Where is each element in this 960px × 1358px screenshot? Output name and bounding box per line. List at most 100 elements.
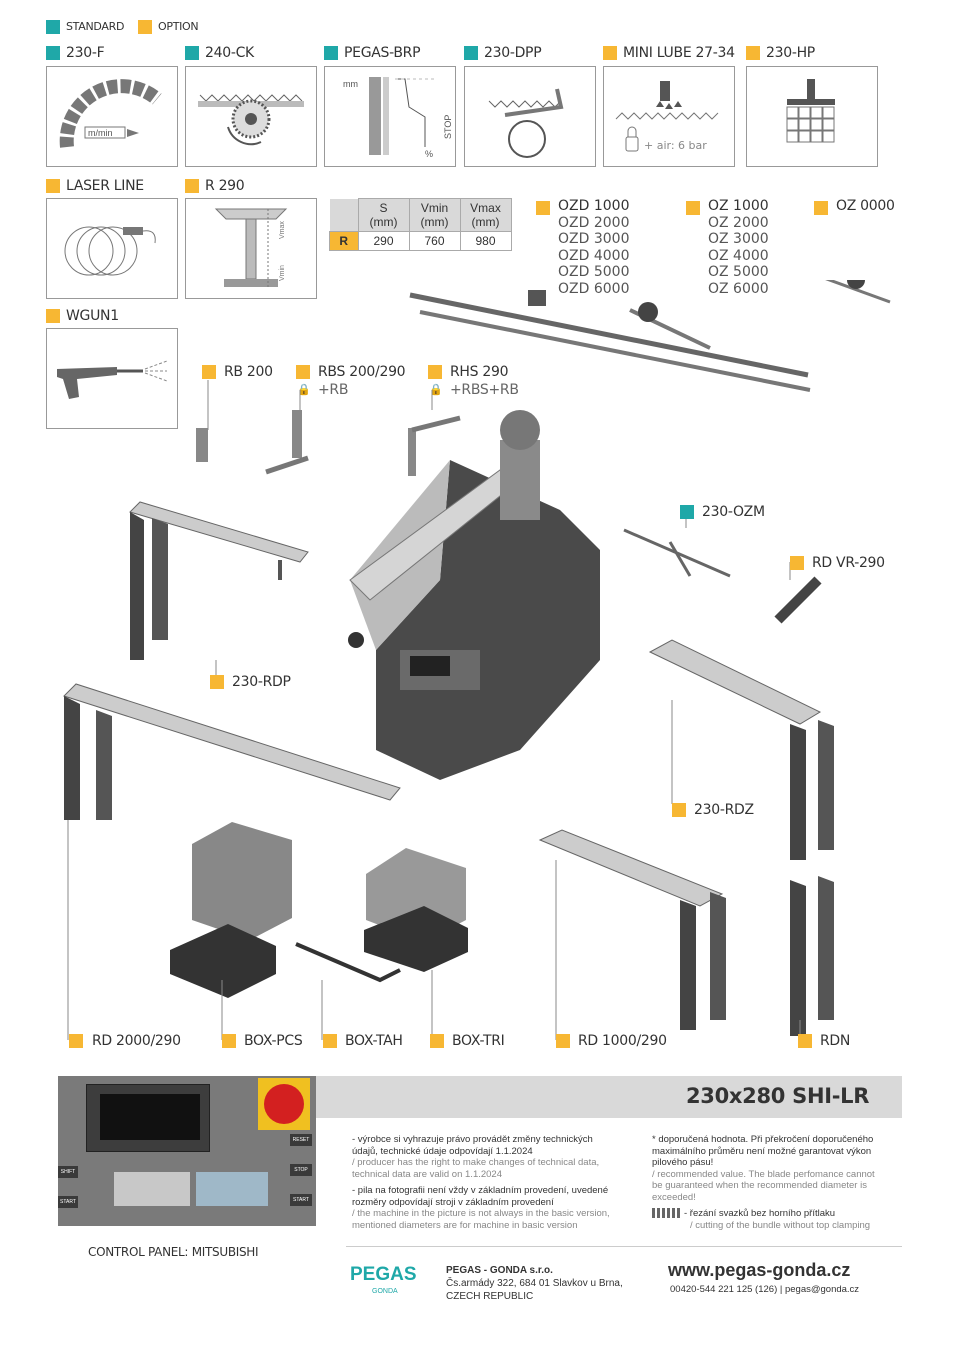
- legend-standard-label: STANDARD: [66, 20, 125, 33]
- wgun-icon-box: [46, 328, 178, 429]
- speedometer-icon: m/min: [59, 79, 162, 148]
- emergency-stop-button: [264, 1084, 304, 1124]
- rdn-swatch: [798, 1034, 812, 1048]
- roller-table-rdp: [129, 501, 309, 660]
- company-website[interactable]: www.pegas-gonda.cz: [668, 1260, 851, 1280]
- accessory-label-rbs: RBS 200/290: [318, 364, 406, 380]
- ozd-swatch: [536, 201, 550, 215]
- accessory-label-rdvr: RD VR-290: [812, 555, 885, 571]
- note-en: / producer has the right to make changes…: [352, 1157, 600, 1180]
- laser-line-icon: [64, 226, 156, 276]
- rbs-sub: +RB: [318, 382, 349, 398]
- rdvr-swatch: [790, 556, 804, 570]
- note-en: / recommended value. The blade perfomanc…: [652, 1168, 875, 1203]
- notes-right: * doporučená hodnota. Při překročení dop…: [652, 1134, 877, 1231]
- panel-start-right: START: [290, 1194, 312, 1206]
- oz0000-swatch: [814, 201, 828, 215]
- note-en: / the machine in the picture is not alwa…: [352, 1208, 610, 1231]
- accessory-label-rhs: RHS 290: [450, 364, 509, 380]
- svg-text:mm: mm: [343, 79, 358, 89]
- model-band: [316, 1076, 902, 1118]
- control-panel-photo: SHIFT START RESET STOP START: [58, 1076, 316, 1226]
- oz-item: OZ 4000: [708, 247, 769, 264]
- boxpcs-swatch: [222, 1034, 236, 1048]
- accessory-label-240-ck: 240-CK: [205, 45, 254, 61]
- rb200-swatch: [202, 365, 216, 379]
- blade-deviation-icon: [488, 88, 564, 158]
- accessory-label-rd1000: RD 1000/290: [578, 1033, 667, 1049]
- svg-text:Vmin: Vmin: [279, 265, 286, 281]
- table-header-vmin: Vmin(mm): [408, 198, 461, 232]
- row1-swatch-3: [464, 46, 478, 60]
- emergency-stop-base: [258, 1078, 310, 1130]
- chip-brush-icon-box: [185, 66, 317, 167]
- rd1000-swatch: [556, 1034, 570, 1048]
- hp-icon-box: [746, 66, 878, 167]
- roller-table-rd2000: [63, 683, 401, 820]
- accessory-label-laser-line: LASER LINE: [66, 178, 144, 194]
- accessory-label-230-f: 230-F: [66, 45, 105, 61]
- accessory-label-pegas-brp: PEGAS-BRP: [344, 45, 421, 61]
- accessory-label-box-tri: BOX-TRI: [452, 1033, 505, 1049]
- accessory-label-rdz: 230-RDZ: [694, 802, 754, 818]
- company-name: PEGAS - GONDA s.r.o.: [446, 1265, 553, 1276]
- pressure-regulation-icon: mm % STOP: [343, 77, 453, 159]
- rbs-swatch: [296, 365, 310, 379]
- brp-icon-box: mm % STOP: [324, 66, 456, 167]
- ozd-item: OZD 4000: [558, 247, 630, 264]
- accessory-label-ozm: 230-OZM: [702, 504, 765, 520]
- rdz-swatch: [672, 803, 686, 817]
- table-row-label: R: [329, 231, 359, 251]
- oz-rail: [629, 302, 711, 350]
- company-country: CZECH REPUBLIC: [446, 1291, 534, 1302]
- accessory-label-rb200: RB 200: [224, 364, 273, 380]
- ozd-list: OZD 1000 OZD 2000 OZD 3000 OZD 4000 OZD …: [558, 198, 629, 298]
- dpp-icon-box: [464, 66, 596, 167]
- oz-item: OZ 2000: [708, 214, 769, 231]
- table-header-vmax: Vmax(mm): [459, 198, 512, 232]
- rdp-swatch: [210, 675, 224, 689]
- panel-display: [100, 1094, 200, 1140]
- ozd-item: OZD 1000: [558, 198, 630, 214]
- oz-swatch: [686, 201, 700, 215]
- box-tri: [364, 848, 468, 972]
- boxtri-swatch: [430, 1034, 444, 1048]
- accessory-label-oz0000: OZ 0000: [836, 198, 895, 214]
- svg-text:+ air: 6 bar: + air: 6 bar: [644, 139, 707, 152]
- note-cz: - pila na fotografii není vždy v základn…: [352, 1185, 609, 1208]
- wash-gun-icon: [57, 360, 168, 399]
- note-cz: - řezání svazků bez horního přítlaku: [684, 1208, 836, 1219]
- control-panel-caption: CONTROL PANEL: MITSUBISHI: [88, 1245, 259, 1259]
- pegas-logo: PEGAS: [350, 1264, 417, 1285]
- note-en: / cutting of the bundle without top clam…: [690, 1219, 871, 1231]
- rhs-swatch: [428, 365, 442, 379]
- legend-standard-swatch: [46, 20, 60, 34]
- laser-icon-box: [46, 198, 178, 299]
- svg-text:STOP: STOP: [443, 115, 453, 139]
- chip-brush-icon: [198, 94, 304, 146]
- table-cell-vmin: 760: [408, 231, 461, 251]
- lubrication-icon: + air: 6 bar: [615, 81, 719, 152]
- ozd-item: OZD 2000: [558, 214, 630, 231]
- r290-swatch: [185, 179, 199, 193]
- note-cz: * doporučená hodnota. Při překročení dop…: [652, 1134, 874, 1168]
- company-address: Čs.armády 322, 684 01 Slavkov u Brna,: [446, 1278, 623, 1289]
- band-saw-machine: [348, 410, 600, 780]
- wgun-swatch: [46, 309, 60, 323]
- box-pcs: [170, 822, 292, 998]
- row1-swatch-5: [746, 46, 760, 60]
- ozm-swatch: [680, 505, 694, 519]
- accessory-label-rd2000: RD 2000/290: [92, 1033, 181, 1049]
- pegas-logo-sub: GONDA: [372, 1288, 398, 1295]
- bundle-clamp-icon: [786, 79, 835, 143]
- accessory-label-rdn: RDN: [820, 1033, 851, 1049]
- boxtah-swatch: [323, 1034, 337, 1048]
- speed-icon-box: m/min: [46, 66, 178, 167]
- accessory-label-wgun1: WGUN1: [66, 308, 119, 324]
- bundle-icon: [652, 1208, 680, 1218]
- accessory-label-rdp: 230-RDP: [232, 674, 291, 690]
- notes-left: - výrobce si vyhrazuje právo provádět zm…: [352, 1134, 614, 1231]
- legend-option-swatch: [138, 20, 152, 34]
- accessory-label-230-dpp: 230-DPP: [484, 45, 542, 61]
- table-header-s: S(mm): [357, 198, 410, 232]
